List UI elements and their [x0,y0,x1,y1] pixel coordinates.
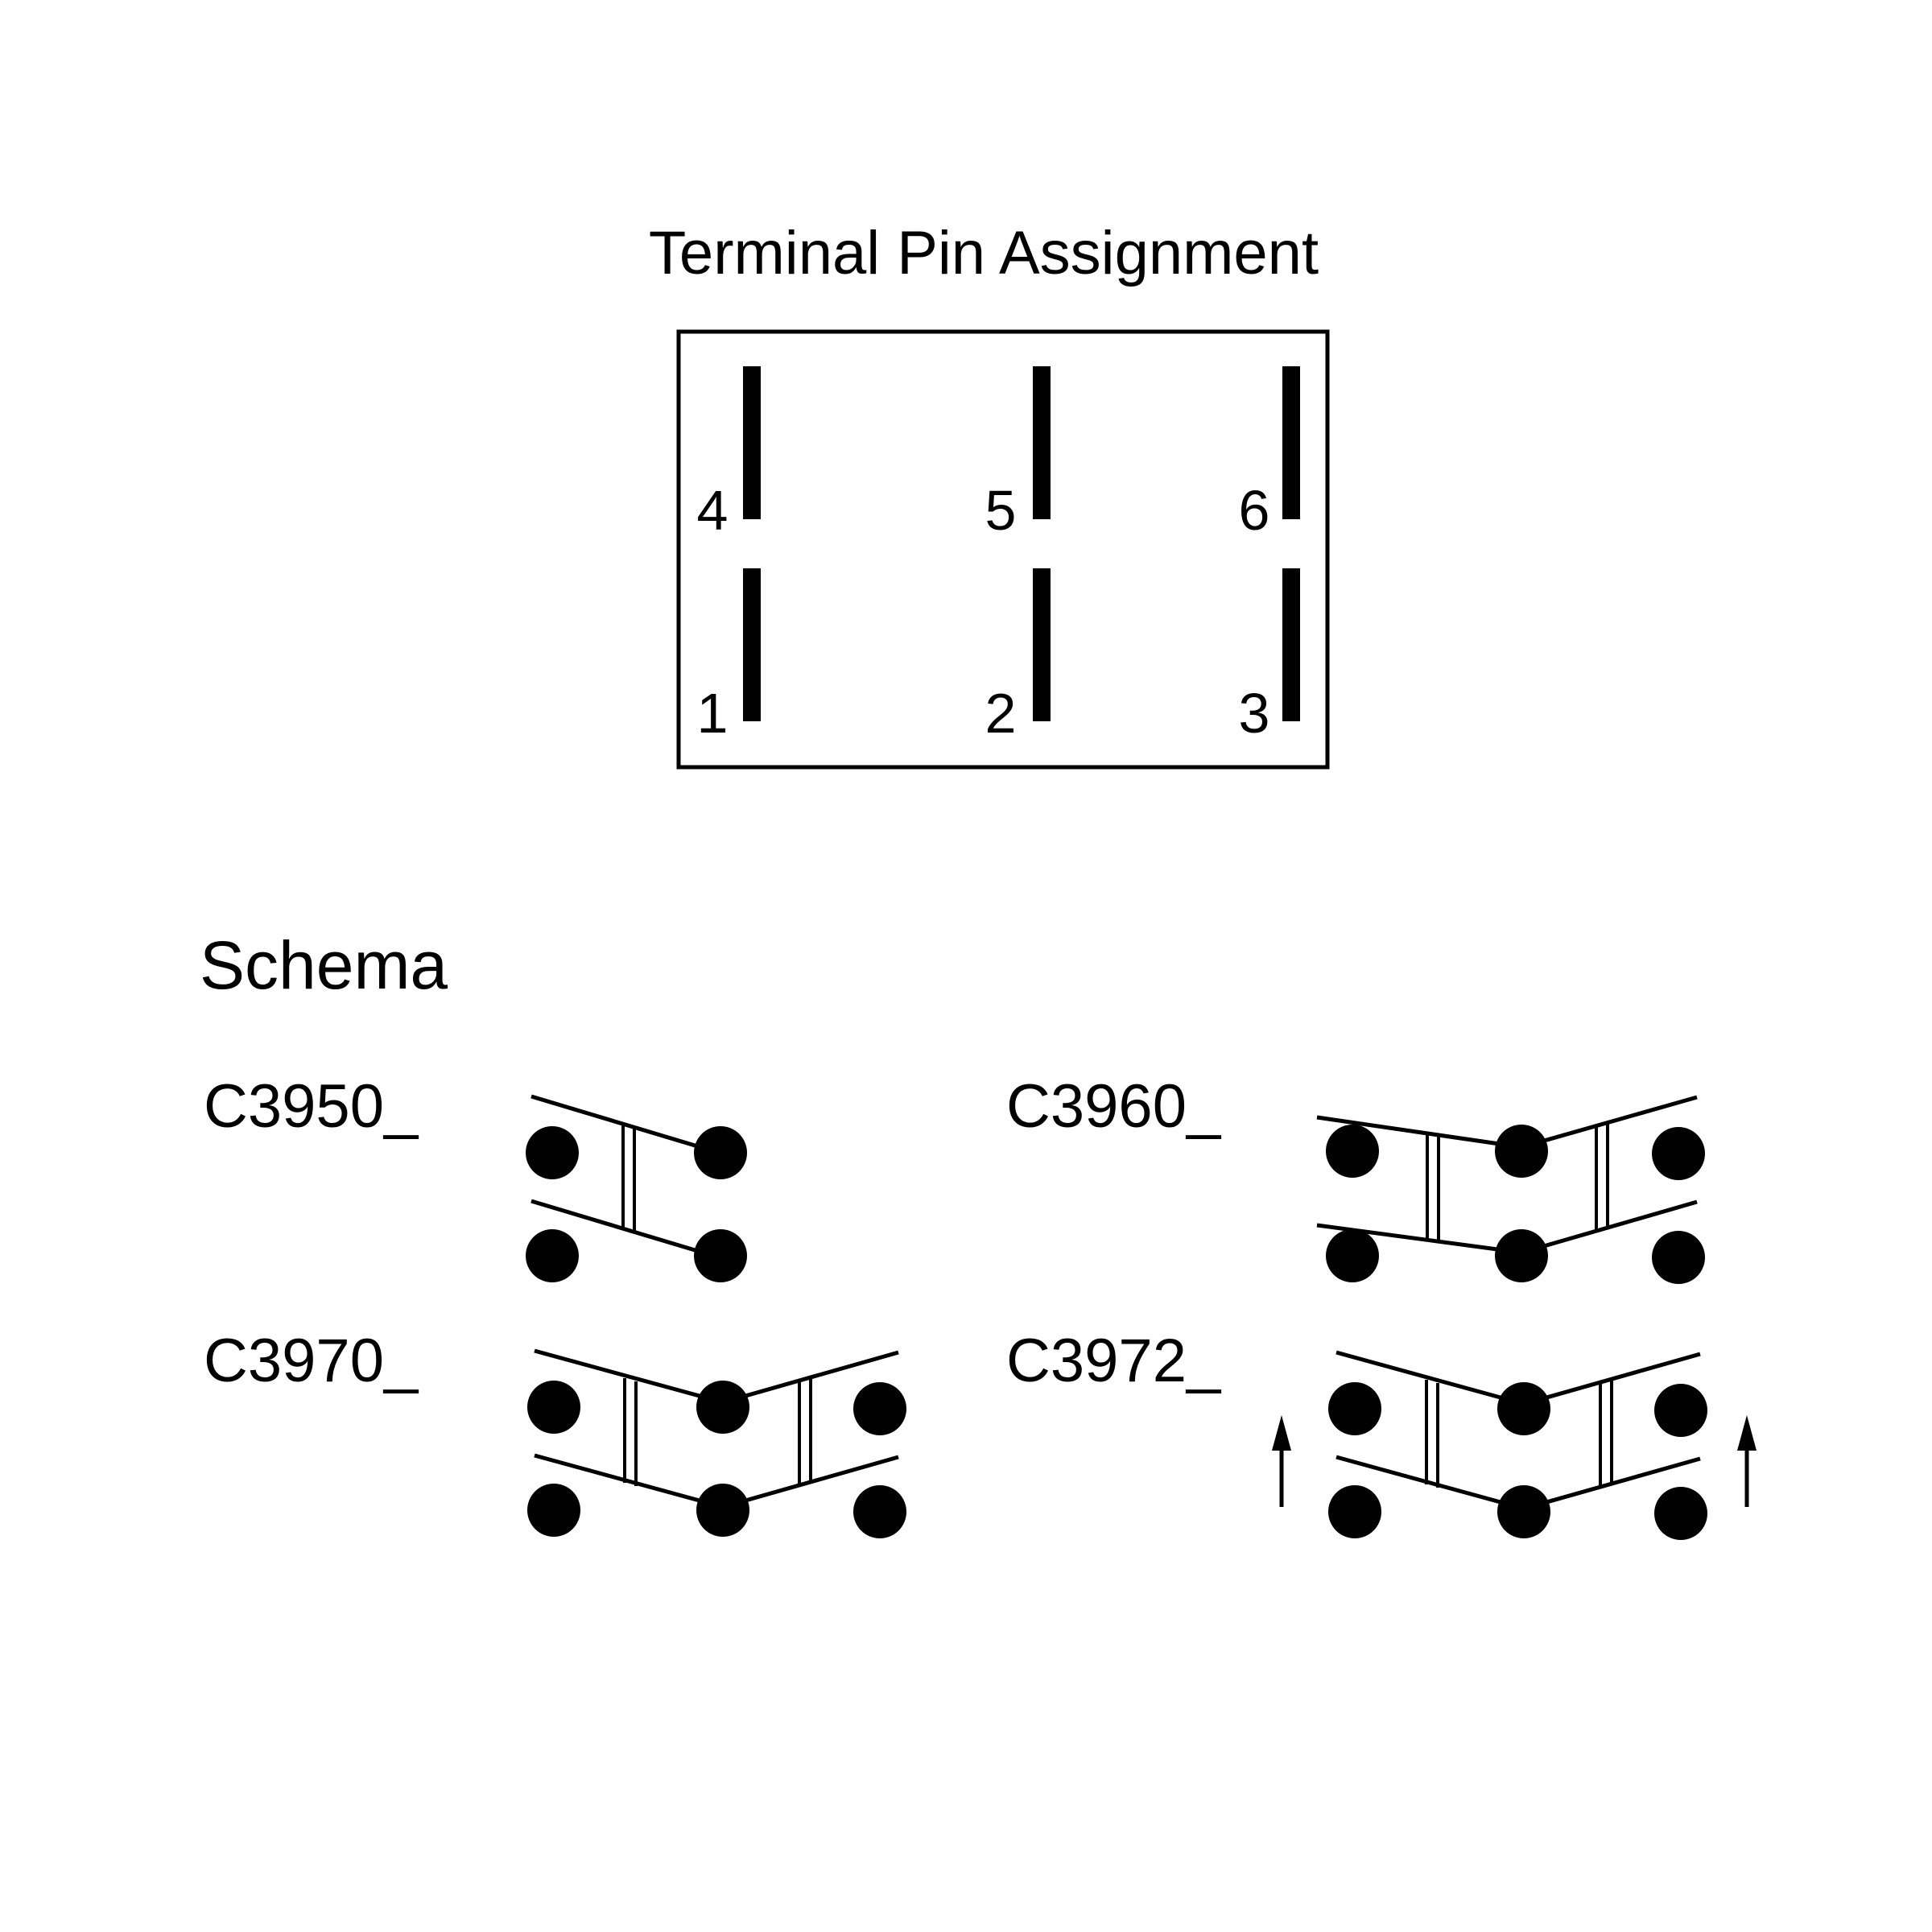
variant-c3960-label: C3960_ [1006,1072,1222,1141]
contact-arm [722,1455,899,1509]
variant-c3950-label: C3950_ [204,1072,419,1141]
terminal-dot [1497,1382,1550,1435]
terminal-dot [1654,1487,1707,1540]
pin-2-label: 2 [985,682,1017,745]
terminal-dot [696,1484,749,1537]
contact-arm [1335,1350,1525,1406]
terminal-dot [1495,1229,1548,1282]
pin-5-blade [1033,366,1051,519]
pin-1-label: 1 [697,682,729,745]
connector-outline [676,329,1330,770]
pin-1-blade [743,568,761,721]
terminal-dot [526,1229,579,1282]
pin-3-label: 3 [1239,682,1270,745]
terminal-dot [1328,1485,1381,1538]
pin-4-blade [743,366,761,519]
terminal-dot [1497,1485,1550,1538]
contact-arm [534,1453,724,1509]
pin-4-label: 4 [697,479,729,542]
contact-arm [530,1094,701,1150]
terminal-dot [1326,1229,1379,1282]
terminal-dot [694,1229,747,1282]
terminal-dot [1495,1125,1548,1178]
variant-c3972-label: C3972_ [1006,1327,1222,1395]
terminal-dot [526,1126,579,1179]
terminal-dot [527,1484,580,1537]
schema-c3970 [527,1348,906,1538]
schema-c3972 [1272,1350,1757,1540]
up-arrow-icon [1737,1415,1757,1507]
terminal-dot [696,1381,749,1434]
contact-arm [1335,1455,1525,1511]
contact-arm [1316,1115,1522,1150]
pin-5-label: 5 [985,479,1017,542]
pin-2-blade [1033,568,1051,721]
terminal-dot [853,1382,906,1435]
pin-3-blade [1282,568,1300,721]
terminal-dot [853,1485,906,1538]
pin-6-blade [1282,366,1300,519]
contact-arm [1521,1199,1698,1255]
contact-arm [534,1348,724,1405]
terminal-pin-box: 4 5 6 1 2 3 [676,329,1330,770]
variant-c3970-label: C3970_ [204,1327,419,1395]
terminal-dot [1652,1231,1705,1284]
terminal-dot [527,1381,580,1434]
schema-heading: Schema [200,927,448,1003]
diagram-title: Terminal Pin Assignment [649,219,1319,287]
contact-arm [1523,1456,1701,1511]
schema-c3950 [526,1094,747,1282]
up-arrow-icon [1272,1415,1291,1507]
terminal-dot [694,1126,747,1179]
contact-arm [530,1199,701,1254]
terminal-dot [1654,1384,1707,1437]
terminal-dot [1328,1382,1381,1435]
schema-c3960 [1316,1095,1705,1284]
terminal-dot [1326,1125,1379,1178]
pin-6-label: 6 [1239,479,1270,542]
terminal-dot [1652,1127,1705,1180]
